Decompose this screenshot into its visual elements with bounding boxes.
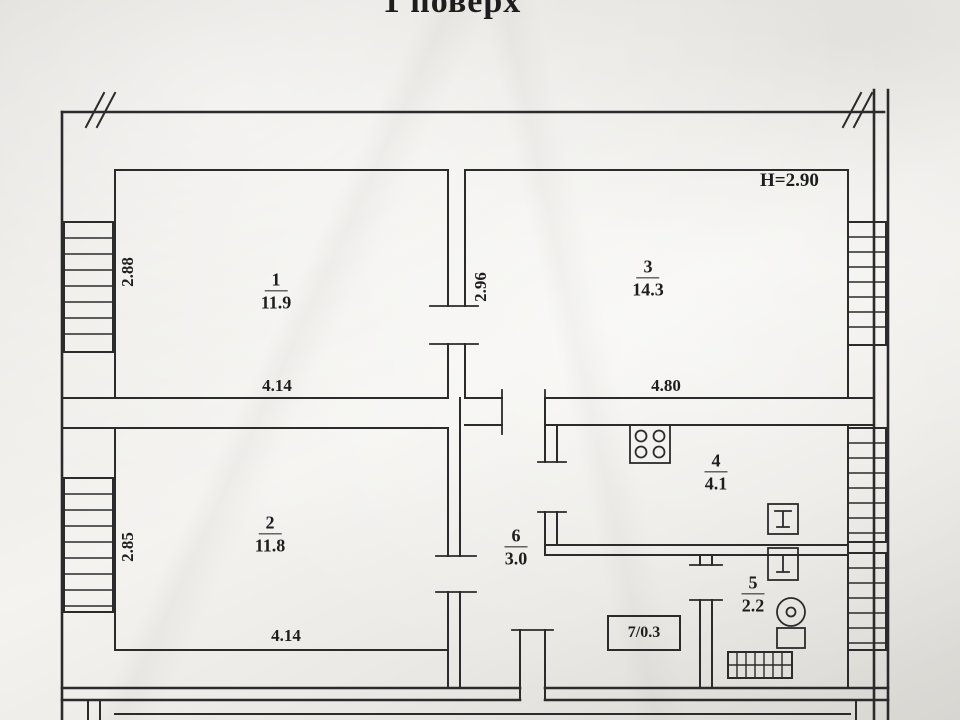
room1-number: 1 — [264, 269, 288, 292]
room5-area: 2.2 — [741, 595, 765, 616]
room4-area: 4.1 — [704, 473, 728, 494]
outer-walls — [60, 88, 890, 720]
room6-number: 6 — [504, 525, 528, 548]
room5-label: 5 2.2 — [741, 572, 765, 616]
window-room2 — [63, 477, 114, 613]
room6-area: 3.0 — [504, 548, 528, 569]
room2-area: 11.8 — [254, 535, 286, 556]
room3-label: 3 14.3 — [632, 256, 664, 299]
room3-walls — [464, 169, 849, 399]
room3-number: 3 — [636, 256, 660, 279]
window-room3 — [847, 221, 887, 346]
room2-depth-dim: 2.85 — [118, 532, 137, 562]
stove-icon — [629, 424, 671, 464]
room2-width-dim: 4.14 — [271, 626, 301, 645]
room7-label: 7/0.3 — [627, 624, 661, 641]
wall-break-marks — [84, 91, 874, 129]
bathroom-walls — [699, 554, 713, 689]
door-openings — [429, 305, 723, 601]
lower-floor-hint — [87, 699, 857, 720]
toilet-icon — [776, 597, 806, 649]
floor-title: 1 поверх — [382, 0, 522, 20]
sink-icon — [767, 503, 799, 535]
room3-width-dim: 4.80 — [651, 376, 681, 395]
window-kitchen — [847, 427, 887, 543]
room1-area: 11.9 — [260, 292, 292, 313]
closet-walls — [607, 615, 681, 651]
room2-number: 2 — [258, 512, 282, 535]
window-bathroom — [847, 552, 887, 651]
room6-label: 6 3.0 — [504, 525, 528, 569]
room5-number: 5 — [741, 572, 765, 595]
window-room1 — [63, 221, 114, 353]
room1-depth-dim: 2.88 — [118, 257, 137, 287]
room3-area: 14.3 — [632, 279, 664, 300]
room4-number: 4 — [704, 450, 728, 473]
room4-label: 4 4.1 — [704, 450, 728, 494]
room3-depth-dim: 2.96 — [471, 272, 490, 302]
room1-walls — [114, 169, 449, 399]
hallway-walls — [447, 397, 558, 689]
entrance-doorway — [511, 629, 554, 701]
interior-wall-bands — [61, 397, 875, 429]
vent-grid-icon — [727, 651, 793, 679]
room2-walls — [114, 427, 449, 651]
room1-label: 1 11.9 — [261, 269, 292, 312]
room1-width-dim: 4.14 — [262, 376, 292, 395]
washbasin-icon — [767, 547, 799, 581]
ceiling-height-note: Н=2.90 — [760, 170, 819, 191]
room2-label: 2 11.8 — [255, 512, 286, 555]
